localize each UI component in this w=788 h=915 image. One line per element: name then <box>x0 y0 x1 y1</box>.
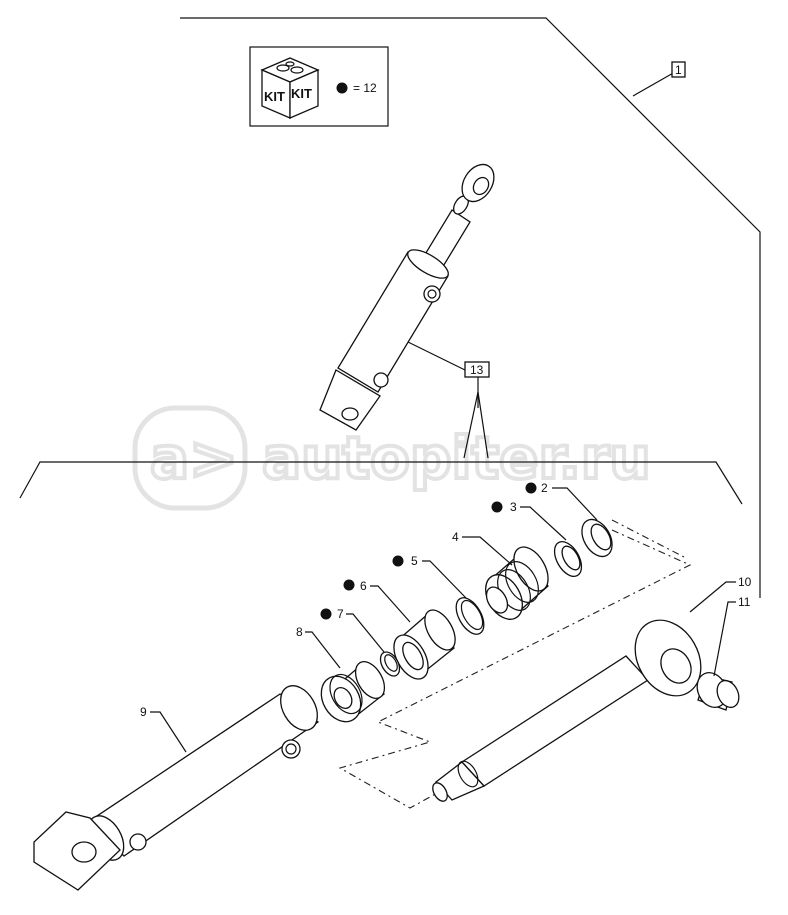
callout-4: 4 <box>452 530 459 544</box>
callout-9: 9 <box>140 705 147 719</box>
callout-1-box <box>671 61 686 78</box>
part-4-gland <box>485 546 549 620</box>
callout-2: 2 <box>541 481 548 495</box>
assembly-guide-1 <box>338 529 692 809</box>
exploded-frame-line <box>19 461 743 505</box>
kit-bullet-5-icon <box>392 555 404 567</box>
kit-box-icon: KIT KIT <box>260 57 320 119</box>
kit-bullet-6-icon <box>343 579 355 591</box>
leader-5 <box>422 560 467 599</box>
callout-7: 7 <box>337 607 344 621</box>
part-3-seal <box>553 541 583 577</box>
callout-6: 6 <box>360 579 367 593</box>
leader-4 <box>462 536 513 566</box>
leader-6 <box>370 585 411 623</box>
part-5-o-ring <box>455 597 485 635</box>
callout-8: 8 <box>296 625 303 639</box>
part-11-bushing <box>696 671 740 711</box>
watermark: a> autopiter.ru <box>132 405 653 511</box>
part-8-piston <box>320 661 386 723</box>
kit-bullet-2-icon <box>525 482 537 494</box>
leader-13-left <box>463 391 479 459</box>
watermark-text: autopiter.ru <box>262 424 651 492</box>
kit-bullet-7-icon <box>320 608 332 620</box>
leader-1 <box>632 71 676 97</box>
kit-legend-frame <box>249 46 389 127</box>
leader-2 <box>552 487 598 521</box>
leader-10 <box>689 581 736 613</box>
kit-bullet-3-icon <box>491 501 503 513</box>
callout-5: 5 <box>411 554 418 568</box>
kit-box-label-left: KIT <box>264 89 285 104</box>
watermark-logo: a> <box>150 424 238 492</box>
kit-bullet-icon <box>336 82 348 94</box>
part-10-piston-rod <box>432 619 702 802</box>
watermark-logo-frame <box>132 405 248 511</box>
part-7-ring <box>379 651 401 677</box>
callout-11: 11 <box>738 595 751 609</box>
leader-9 <box>150 711 187 753</box>
callout-13-box <box>464 361 490 378</box>
callout-13: 13 <box>470 363 484 377</box>
leader-11 <box>713 601 736 677</box>
leader-7 <box>346 613 385 653</box>
kit-legend: KIT KIT = 12 <box>249 46 389 127</box>
callout-3: 3 <box>510 500 517 514</box>
assembled-cylinder <box>319 163 495 431</box>
leader-3 <box>520 506 567 541</box>
callout-10: 10 <box>738 575 752 589</box>
leader-13-right <box>477 391 489 459</box>
assembly-guide-2 <box>611 519 687 559</box>
kit-box-label-right: KIT <box>291 86 312 101</box>
leader-8 <box>305 631 341 669</box>
callout-1: 1 <box>675 63 682 77</box>
kit-legend-text: = 12 <box>353 81 377 95</box>
leader-13 <box>407 341 466 371</box>
part-6-piston-sleeve <box>393 609 456 680</box>
part-2-wiper-ring <box>581 518 613 558</box>
assembly-bracket-line <box>180 17 761 598</box>
part-9-cylinder-barrel <box>33 685 320 891</box>
